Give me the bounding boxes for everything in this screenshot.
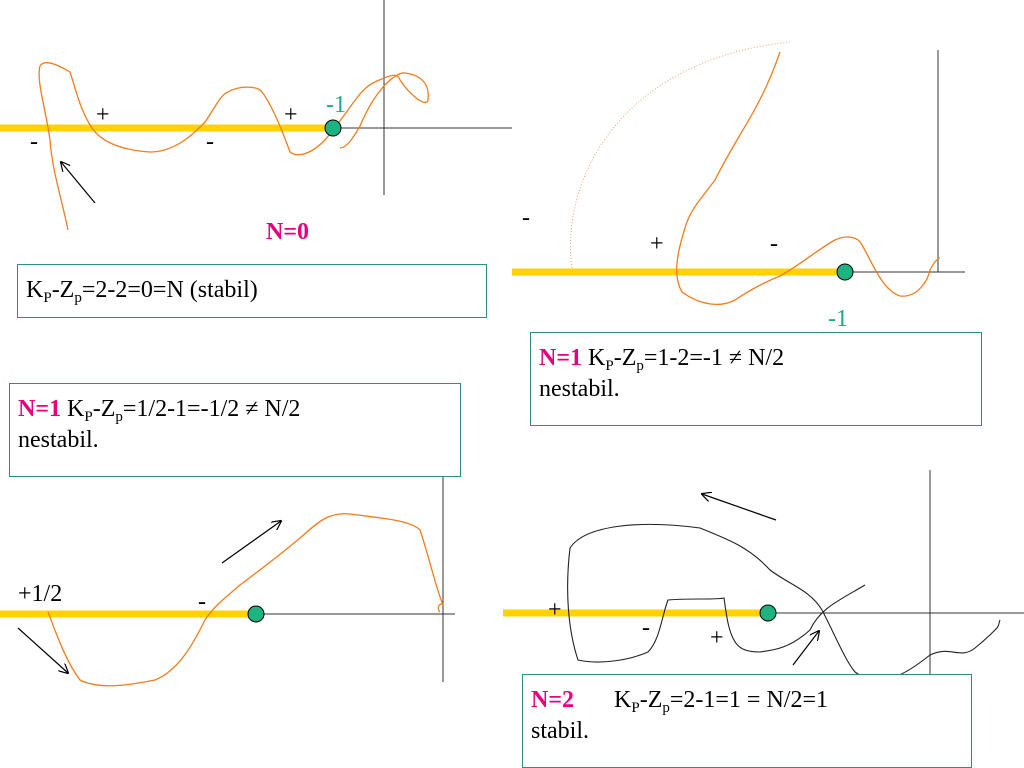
panel3-formula-rest: =1/2-1=-1/2 ≠ N/2 xyxy=(122,396,301,422)
panel2-diagram xyxy=(512,41,965,306)
panel4-status: stabil. xyxy=(531,718,589,745)
panel1-nyquist-curve xyxy=(38,62,429,231)
panel4-k: K xyxy=(614,687,632,713)
panel3-n-label: N=1 xyxy=(18,396,62,422)
panel4-diagram xyxy=(503,470,1024,690)
panel1-sign-minus-1: - xyxy=(30,129,38,155)
panel4-arrow-top xyxy=(702,494,777,521)
panel4-z: -Z xyxy=(639,687,663,713)
panel4-n-label: N=2 xyxy=(531,687,575,713)
panel2-status: nestabil. xyxy=(539,376,620,403)
panel4-critical-point xyxy=(759,604,777,622)
panel3-k-sub: P xyxy=(84,409,93,425)
panel1-formula-rest: =2-2=0=N (stabil) xyxy=(81,277,258,303)
panel4-arrow-small xyxy=(792,631,819,666)
panel3-arrow-down xyxy=(17,627,68,673)
panel2-formula-box: N=1 KP-Zp=1-2=-1 ≠ N/2 nestabil. xyxy=(530,332,982,426)
panel1-sign-minus-2: - xyxy=(206,129,214,155)
panel2-minus-one-label: -1 xyxy=(828,306,848,332)
panel4-sign-minus: - xyxy=(642,615,650,641)
panel3-z: -Z xyxy=(92,396,116,422)
panel2-infinity-arc xyxy=(570,41,791,269)
panel2-critical-point xyxy=(836,263,854,281)
panel2-z-sub: p xyxy=(636,358,644,374)
panel1-k-sub: P xyxy=(43,290,52,306)
panel1-sign-plus-1: + xyxy=(96,102,110,128)
panel1-critical-point xyxy=(324,119,342,137)
panel2-sign-minus-left: - xyxy=(522,205,530,231)
panel1-k: K xyxy=(26,277,44,303)
panel4-z-sub: p xyxy=(662,700,670,716)
panel3-sign-minus: - xyxy=(198,589,206,615)
panel3-status: nestabil. xyxy=(18,427,99,454)
panel3-half-label: +1/2 xyxy=(18,581,63,607)
panel4-k-sub: P xyxy=(631,700,640,716)
panel3-formula-box: N=1 KP-Zp=1/2-1=-1/2 ≠ N/2 nestabil. xyxy=(9,383,461,477)
panel1-sign-plus-2: + xyxy=(284,102,298,128)
panel3-critical-point xyxy=(247,605,265,623)
panel1-minus-one-label: -1 xyxy=(326,92,346,118)
panel1-diagram xyxy=(0,0,512,231)
panel4-sign-plus-right: + xyxy=(710,625,724,651)
panel4-sign-plus-left: + xyxy=(548,597,562,623)
panel2-k-sub: P xyxy=(605,358,614,374)
panel2-z: -Z xyxy=(613,345,637,371)
panel2-n-label: N=1 xyxy=(539,345,583,371)
panel1-arrow xyxy=(61,162,96,204)
panel2-sign-plus: + xyxy=(650,231,664,257)
panel1-z: -Z xyxy=(51,277,75,303)
panel4-formula-box: N=2 KP-Zp=2-1=1 = N/2=1 stabil. xyxy=(522,674,972,768)
panel2-formula-rest: =1-2=-1 ≠ N/2 xyxy=(643,345,785,371)
panel3-arrow-up xyxy=(221,521,281,564)
panel4-formula-rest: =2-1=1 = N/2=1 xyxy=(669,687,828,713)
panel2-sign-minus-right: - xyxy=(770,231,778,257)
panel3-diagram xyxy=(0,435,455,687)
panel3-k: K xyxy=(61,396,85,422)
panel1-formula-box: KP-Zp=2-2=0=N (stabil) xyxy=(17,264,487,318)
panel1-z-sub: p xyxy=(74,290,82,306)
panel3-z-sub: p xyxy=(115,409,123,425)
panel3-nyquist-curve xyxy=(47,513,444,687)
panel4-nyquist-curve xyxy=(567,523,1001,681)
panel2-k: K xyxy=(582,345,606,371)
panel2-nyquist-curve xyxy=(676,51,941,306)
panel1-n-label: N=0 xyxy=(266,219,310,245)
